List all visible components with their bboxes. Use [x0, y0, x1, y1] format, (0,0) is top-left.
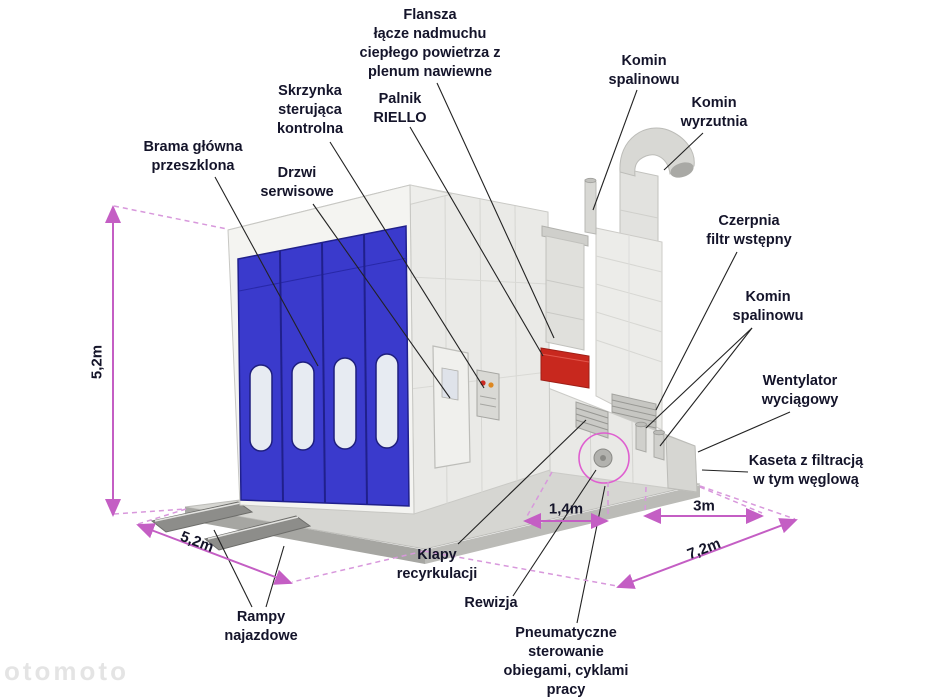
leader-klapy	[457, 419, 587, 545]
dim-depth-arrow	[136, 523, 293, 585]
leader-czerpnia	[655, 251, 738, 411]
label-skrzynka: Skrzynka sterująca kontrolna	[276, 83, 344, 137]
leader-brama	[214, 176, 319, 367]
label-palnik: Palnik RIELLO	[373, 91, 427, 126]
label-komin-spalinowy-top: Komin spalinowu	[608, 53, 680, 88]
service-door	[432, 345, 471, 469]
gate-window	[291, 361, 315, 451]
flue-pipe-b	[653, 431, 665, 461]
leader-rewizja	[512, 469, 597, 597]
dimension-arrows	[105, 205, 798, 589]
leader-komin-right-b	[659, 327, 753, 447]
control-box	[476, 369, 500, 421]
dim-machine-label: 3m	[693, 497, 715, 515]
inspection-highlight-circle	[578, 432, 630, 484]
label-komin-wyrzutnia: Komin wyrzutnia	[680, 95, 748, 130]
leader-flansza	[436, 82, 555, 339]
gate-window	[375, 353, 399, 449]
leader-kaseta	[701, 469, 749, 473]
dim-total-arrow	[616, 518, 798, 589]
gate-window	[249, 364, 273, 452]
label-rampy: Rampy najazdowe	[224, 609, 298, 644]
dim-height-label: 5,2m	[88, 344, 106, 380]
label-wentylator: Wentylator wyciągowy	[761, 373, 839, 408]
supply-duct	[545, 235, 585, 351]
label-pneumatyczne: Pneumatyczne sterowanie obiegami, cyklam…	[503, 625, 629, 698]
flue-pipe-a	[635, 423, 647, 453]
watermark: otomoto	[4, 656, 129, 686]
leader-drzwi	[312, 203, 451, 399]
dim-recirc-label: 1,4m	[548, 500, 584, 518]
leader-komin-top	[592, 89, 638, 211]
riello-burner	[540, 347, 590, 389]
burner-duct-assembly	[540, 177, 597, 389]
leader-palnik	[409, 126, 544, 357]
label-czerpnia: Czerpnia filtr wstępny	[706, 213, 792, 248]
leader-wentylator	[697, 411, 791, 453]
booth-front	[227, 184, 453, 515]
dimension-guides	[113, 205, 796, 587]
leader-skrzynka	[329, 141, 485, 389]
leader-wyrzutnia	[663, 132, 704, 171]
label-flansza: Flansza łącze nadmuchu ciepłego powietrz…	[359, 7, 501, 80]
label-rewizja: Rewizja	[464, 595, 518, 611]
service-door-window	[441, 367, 459, 401]
label-kaseta: Kaseta z filtracją w tym węglową	[748, 453, 864, 488]
intake-tower	[595, 227, 663, 435]
label-brama: Brama główna przeszklona	[143, 139, 243, 174]
leader-pneumatyczne	[576, 485, 606, 624]
label-klapy: Klapy recyrkulacji	[396, 547, 478, 582]
machinery-box	[547, 387, 698, 493]
extract-fan-housing	[665, 434, 698, 493]
label-komin-spalinowy-right: Komin spalinowu	[732, 289, 804, 324]
gate-window	[333, 357, 357, 450]
leader-komin-right-a	[645, 327, 753, 429]
plenum-flange	[541, 225, 589, 247]
label-drzwi: Drzwi serwisowe	[260, 165, 334, 200]
side-wall	[409, 184, 551, 515]
